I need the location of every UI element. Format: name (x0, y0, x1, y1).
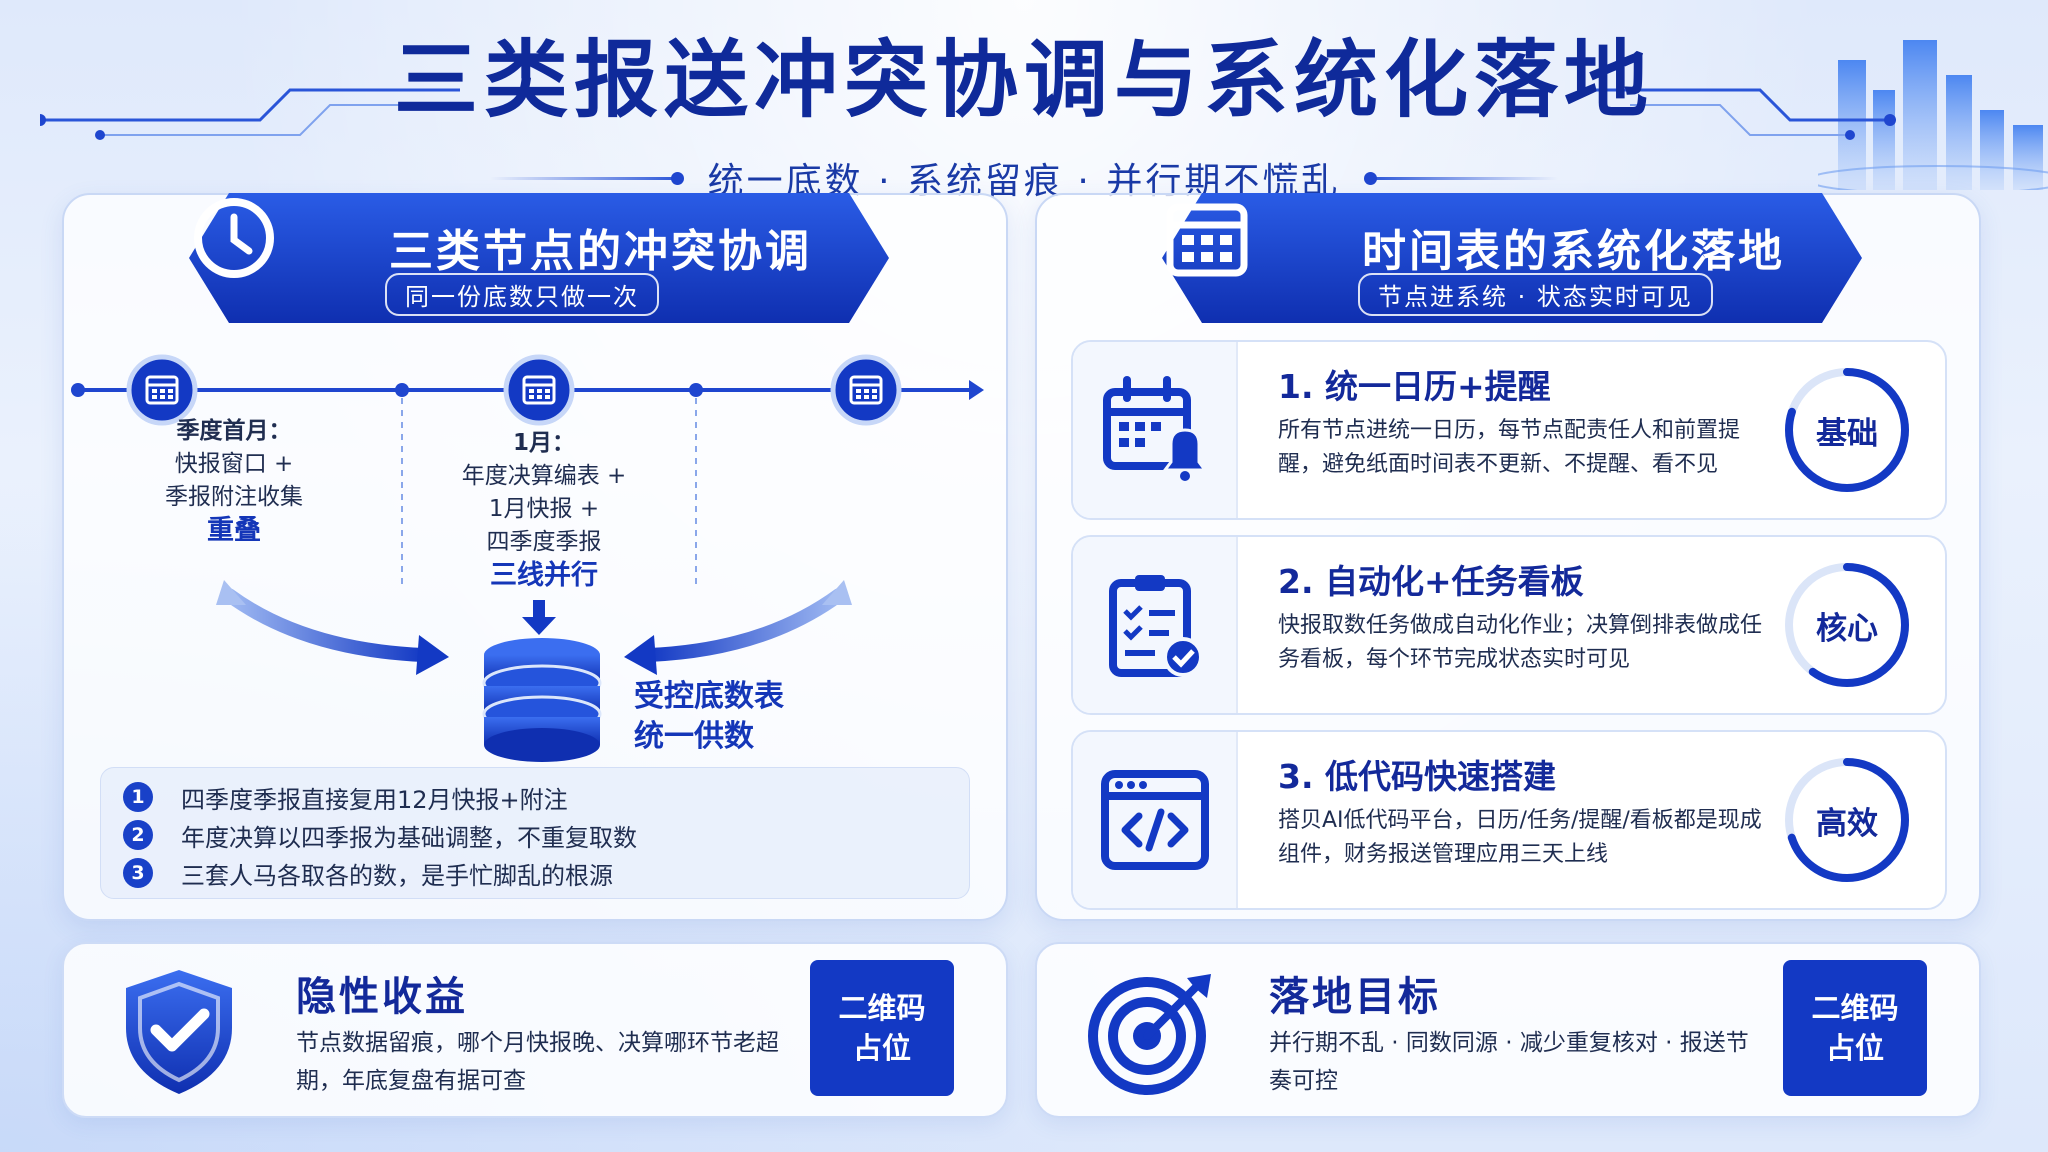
qr-line-2: 占位 (1825, 1031, 1884, 1065)
card-badge: 核心 (1816, 610, 1878, 647)
card-icon-box (1073, 342, 1238, 518)
database-label-line-2: 统一供数 (634, 719, 754, 754)
database-label: 受控底数表 统一供数 (634, 677, 784, 757)
right-panel-title: 时间表的系统化落地 (1362, 226, 1785, 277)
subtitle-decoration-right (1364, 171, 1559, 185)
list-number: 2 (123, 820, 153, 850)
systemization-panel: 时间表的系统化落地 节点进系统 · 状态实时可见 1. 统一日历+提醒 所有节点… (1035, 193, 1981, 921)
calendar-grid-icon (1166, 203, 1248, 277)
clock-icon (194, 198, 274, 278)
qr-code-placeholder: 二维码 占位 (1783, 960, 1927, 1096)
qr-line-1: 二维码 (838, 991, 926, 1025)
database-label-line-1: 受控底数表 (634, 679, 784, 714)
card-description: 所有节点进统一日历，每节点配责任人和前置提醒，避免纸面时间表不更新、不提醒、看不… (1278, 418, 1741, 477)
ribbon-shape (189, 193, 889, 323)
card-description: 快报取数任务做成自动化作业；决算倒排表做成任务看板，每个环节完成状态实时可见 (1278, 613, 1763, 672)
card-title: 1. 统一日历+提醒 (1278, 367, 1551, 406)
node1-line-2: 快报窗口 + (174, 451, 294, 477)
hidden-benefit-title: 隐性收益 (296, 974, 468, 1020)
feature-card-calendar: 1. 统一日历+提醒 所有节点进统一日历，每节点配责任人和前置提醒，避免纸面时间… (1071, 340, 1947, 520)
calendar-bell-icon (1102, 376, 1208, 481)
card-title: 2. 自动化+任务看板 (1278, 562, 1584, 601)
timeline-graphic (71, 354, 984, 762)
circuit-decoration-left (40, 88, 460, 140)
progress-ring (1785, 563, 1909, 687)
card-title: 3. 低代码快速搭建 (1278, 757, 1556, 796)
list-item-text: 四季度季报直接复用12月快报+附注 (181, 785, 568, 814)
down-arrow-icon (522, 600, 556, 635)
node1-line-3: 季报附注收集 (165, 484, 303, 510)
page-title: 三类报送冲突协调与系统化落地 (393, 31, 1654, 129)
card-badge: 基础 (1816, 415, 1878, 452)
hidden-benefit-panel: 隐性收益 节点数据留痕，哪个月快报晚、决算哪环节老超期，年底复盘有据可查 二维码… (62, 942, 1008, 1118)
node2-line-2: 年度决算编表 + (461, 463, 627, 489)
node2-line-1: 1月： (512, 430, 575, 456)
code-window-icon (1100, 770, 1209, 870)
left-panel-ribbon: 三类节点的冲突协调 同一份底数只做一次 (189, 193, 889, 323)
clipboard-check-icon (1108, 575, 1203, 677)
curved-arrow-left (216, 580, 449, 675)
circuit-decoration-right (1590, 88, 1896, 140)
right-panel-ribbon: 时间表的系统化落地 节点进系统 · 状态实时可见 (1162, 193, 1862, 323)
list-item: 1 四季度季报直接复用12月快报+附注 (123, 778, 947, 816)
landing-goal-title: 落地目标 (1269, 974, 1441, 1020)
list-item: 3 三套人马各取各的数，是手忙脚乱的根源 (123, 854, 947, 892)
header: 三类报送冲突协调与系统化落地 统一底数 · 系统留痕 · 并行期不慌乱 (0, 30, 2048, 204)
node2-line-3: 1月快报 + (488, 496, 600, 522)
progress-ring (1785, 758, 1909, 882)
timeline-node-1 (126, 354, 198, 426)
list-item: 2 年度决算以四季报为基础调整，不重复取数 (123, 816, 947, 854)
timeline-label-january: 1月： 年度决算编表 + 1月快报 + 四季度季报 三线并行 (434, 427, 654, 592)
target-icon (1088, 974, 1211, 1095)
list-number: 1 (123, 782, 153, 812)
qr-line-1: 二维码 (1811, 991, 1899, 1025)
left-panel-tagline: 同一份底数只做一次 (385, 273, 659, 316)
qr-line-2: 占位 (852, 1031, 911, 1065)
conflict-notes-list: 1 四季度季报直接复用12月快报+附注 2 年度决算以四季报为基础调整，不重复取… (100, 767, 970, 899)
left-panel-title: 三类节点的冲突协调 (389, 226, 812, 277)
card-icon-box (1073, 732, 1238, 908)
list-item-text: 三套人马各取各的数，是手忙脚乱的根源 (181, 861, 613, 890)
node1-line-1: 季度首月： (176, 418, 292, 444)
node2-highlight: 三线并行 (490, 560, 598, 591)
list-number: 3 (123, 858, 153, 888)
subtitle-decoration-left (489, 171, 684, 185)
qr-code-placeholder: 二维码 占位 (810, 960, 954, 1096)
hidden-benefit-description: 节点数据留痕，哪个月快报晚、决算哪环节老超期，年底复盘有据可查 (296, 1030, 779, 1094)
ribbon-shape (1162, 193, 1862, 323)
shield-check-icon (126, 970, 232, 1094)
node1-highlight: 重叠 (207, 515, 261, 546)
conflict-coordination-panel: 三类节点的冲突协调 同一份底数只做一次 (62, 193, 1008, 921)
feature-card-lowcode: 3. 低代码快速搭建 搭贝AI低代码平台，日历/任务/提醒/看板都是现成组件，财… (1071, 730, 1947, 910)
feature-card-automation: 2. 自动化+任务看板 快报取数任务做成自动化作业；决算倒排表做成任务看板，每个… (1071, 535, 1947, 715)
landing-goal-description: 并行期不乱 · 同数同源 · 减少重复核对 · 报送节奏可控 (1269, 1030, 1749, 1094)
database-icon (482, 638, 602, 762)
progress-ring (1785, 368, 1909, 492)
timeline-node-2 (503, 354, 575, 426)
curved-arrow-right (624, 580, 852, 675)
list-item-text: 年度决算以四季报为基础调整，不重复取数 (181, 823, 637, 852)
timeline-node-3 (830, 354, 902, 426)
timeline-label-quarter-first-month: 季度首月： 快报窗口 + 季报附注收集 重叠 (124, 415, 344, 547)
card-badge: 高效 (1816, 805, 1878, 842)
landing-goal-panel: 落地目标 并行期不乱 · 同数同源 · 减少重复核对 · 报送节奏可控 二维码 … (1035, 942, 1981, 1118)
card-icon-box (1073, 537, 1238, 713)
right-panel-tagline: 节点进系统 · 状态实时可见 (1358, 273, 1713, 316)
node2-line-4: 四季度季报 (486, 529, 602, 555)
card-description: 搭贝AI低代码平台，日历/任务/提醒/看板都是现成组件，财务报送管理应用三天上线 (1278, 808, 1762, 867)
